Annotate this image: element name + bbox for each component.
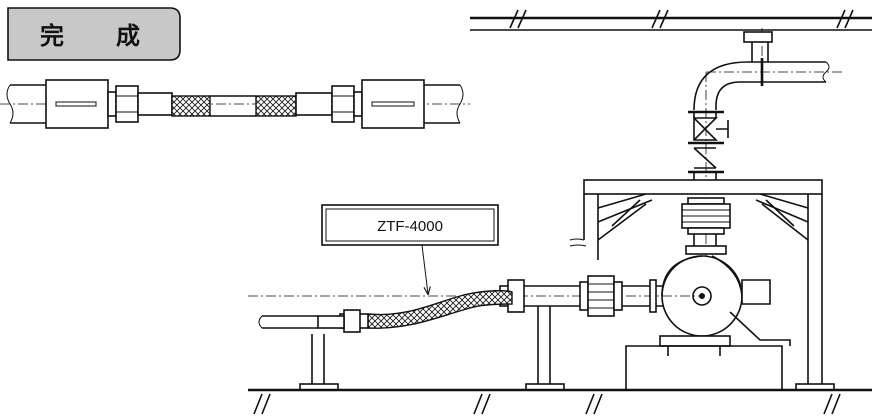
completed-badge: 完 成	[7, 7, 181, 61]
support-frame	[569, 179, 835, 391]
pump-assembly	[659, 197, 791, 356]
model-label: ZTF-4000	[377, 218, 443, 235]
hose-assembly-detail	[0, 79, 470, 129]
vertical-piping	[688, 28, 845, 260]
pump-foundation	[625, 345, 783, 390]
badge-text: 完 成	[40, 22, 154, 50]
ceiling	[470, 9, 872, 31]
flexible-hose	[258, 289, 513, 391]
model-callout: ZTF-4000	[321, 204, 499, 294]
floor	[248, 388, 872, 415]
